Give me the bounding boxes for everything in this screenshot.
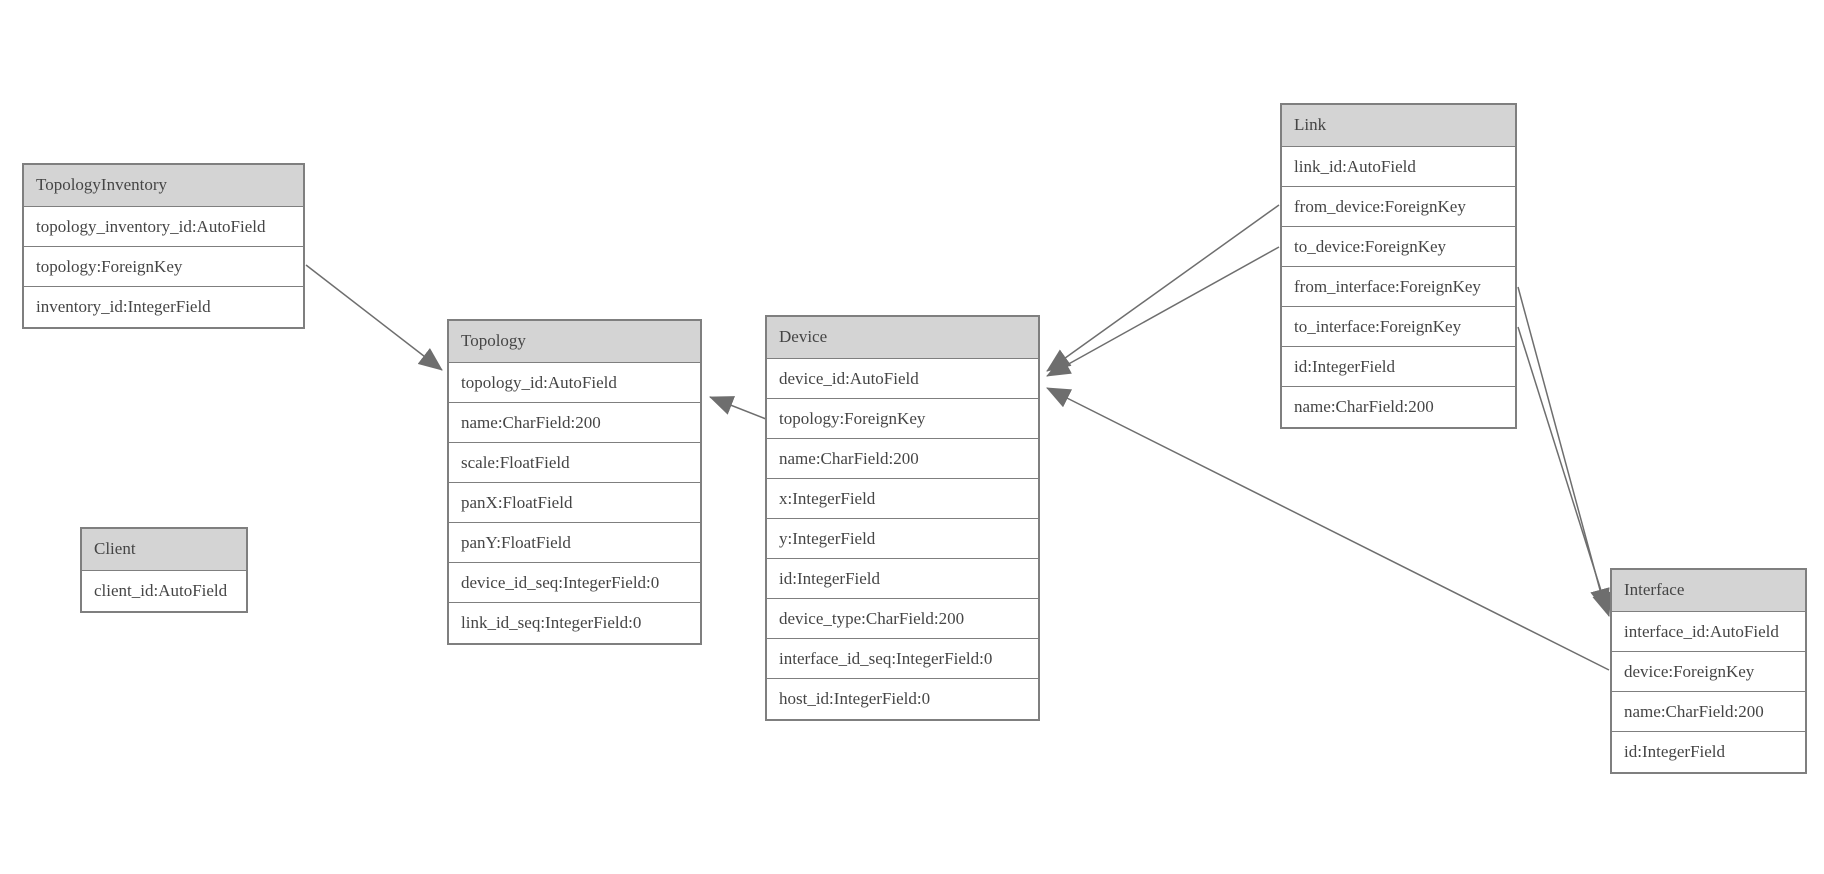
entity-field-label: client_id:AutoField <box>94 581 228 600</box>
entity-field-label: id:IntegerField <box>1624 742 1726 761</box>
entity-device[interactable]: Device device_id:AutoField topology:Foreig… <box>765 315 1040 721</box>
entity-header-topology[interactable]: Topology <box>449 321 700 363</box>
edge-link-from_interface-to-interface <box>1517 286 1610 613</box>
entity-field-label: from_interface:ForeignKey <box>1294 277 1481 296</box>
entity-field-row: panX:FloatField <box>449 483 700 523</box>
entity-field-label: name:CharField:200 <box>461 413 601 432</box>
entity-field-label: name:CharField:200 <box>1624 702 1764 721</box>
entity-field-label: topology_inventory_id:AutoField <box>36 217 266 236</box>
entity-title: TopologyInventory <box>36 175 168 194</box>
entity-link[interactable]: Link link_id:AutoField from_device:Foreign… <box>1280 103 1517 429</box>
entity-field-row: id:IntegerField <box>1282 347 1515 387</box>
entity-field-label: scale:FloatField <box>461 453 570 472</box>
entity-field-label: device_type:CharField:200 <box>779 609 965 628</box>
entity-field-label: y:IntegerField <box>779 529 876 548</box>
entity-field-label: to_device:ForeignKey <box>1294 237 1447 256</box>
entity-field-row: to_interface:ForeignKey <box>1282 307 1515 347</box>
entity-field-row: id:IntegerField <box>767 559 1038 599</box>
entity-field-row: topology_id:AutoField <box>449 363 700 403</box>
entity-field-row: device_id_seq:IntegerField:0 <box>449 563 700 603</box>
entity-title: Topology <box>461 331 526 350</box>
entity-field-row: topology_inventory_id:AutoField <box>24 207 303 247</box>
entity-field-label: x:IntegerField <box>779 489 876 508</box>
entity-field-row: from_interface:ForeignKey <box>1282 267 1515 307</box>
entity-field-label: to_interface:ForeignKey <box>1294 317 1462 336</box>
entity-field-row: device_type:CharField:200 <box>767 599 1038 639</box>
entity-field-label: link_id:AutoField <box>1294 157 1416 176</box>
entity-field-row: y:IntegerField <box>767 519 1038 559</box>
entity-field-label: topology_id:AutoField <box>461 373 617 392</box>
entity-field-row: interface_id:AutoField <box>1612 612 1805 652</box>
edge-device-topology-to-topology <box>709 396 767 420</box>
entity-interface[interactable]: Interface interface_id:AutoField device:Fo… <box>1610 568 1807 774</box>
entity-header-device[interactable]: Device <box>767 317 1038 359</box>
entity-field-row: link_id_seq:IntegerField:0 <box>449 603 700 643</box>
entity-field-row: panY:FloatField <box>449 523 700 563</box>
edge-topologyinventory-topology-to-topology <box>305 264 443 371</box>
entity-field-row: id:IntegerField <box>1612 732 1805 772</box>
entity-field-label: topology:ForeignKey <box>36 257 183 276</box>
entity-header-topologyinventory[interactable]: TopologyInventory <box>24 165 303 207</box>
entity-title: Link <box>1294 115 1327 134</box>
entity-field-row: topology:ForeignKey <box>767 399 1038 439</box>
entity-client[interactable]: Client client_id:AutoField <box>80 527 248 613</box>
edge-interface-device-to-device <box>1046 387 1610 671</box>
entity-field-label: inventory_id:IntegerField <box>36 297 211 316</box>
entity-field-label: device_id:AutoField <box>779 369 919 388</box>
entity-field-label: id:IntegerField <box>1294 357 1396 376</box>
entity-field-row: to_device:ForeignKey <box>1282 227 1515 267</box>
entity-field-row: inventory_id:IntegerField <box>24 287 303 327</box>
entity-field-row: topology:ForeignKey <box>24 247 303 287</box>
entity-field-label: interface_id_seq:IntegerField:0 <box>779 649 993 668</box>
edge-link-to_interface-to-interface <box>1517 326 1612 617</box>
entity-field-label: panY:FloatField <box>461 533 571 552</box>
entity-field-label: from_device:ForeignKey <box>1294 197 1466 216</box>
entity-header-client[interactable]: Client <box>82 529 246 571</box>
entity-title: Interface <box>1624 580 1685 599</box>
entity-field-row: host_id:IntegerField:0 <box>767 679 1038 719</box>
entity-field-label: device_id_seq:IntegerField:0 <box>461 573 660 592</box>
entity-title: Client <box>94 539 136 558</box>
entity-field-row: link_id:AutoField <box>1282 147 1515 187</box>
entity-field-row: from_device:ForeignKey <box>1282 187 1515 227</box>
entity-field-label: id:IntegerField <box>779 569 881 588</box>
entity-field-label: topology:ForeignKey <box>779 409 926 428</box>
edge-link-from_device-to-device <box>1046 204 1280 372</box>
entity-header-interface[interactable]: Interface <box>1612 570 1805 612</box>
entity-field-row: scale:FloatField <box>449 443 700 483</box>
entity-field-label: name:CharField:200 <box>1294 397 1434 416</box>
entity-topologyinventory[interactable]: TopologyInventory topology_inventory_id:A… <box>22 163 305 329</box>
entity-field-row: device_id:AutoField <box>767 359 1038 399</box>
entity-field-label: interface_id:AutoField <box>1624 622 1779 641</box>
entity-field-row: name:CharField:200 <box>1282 387 1515 427</box>
entity-field-row: name:CharField:200 <box>1612 692 1805 732</box>
entity-field-row: device:ForeignKey <box>1612 652 1805 692</box>
entity-title: Device <box>779 327 828 346</box>
entity-field-row: x:IntegerField <box>767 479 1038 519</box>
entity-field-label: panX:FloatField <box>461 493 573 512</box>
entity-field-label: device:ForeignKey <box>1624 662 1755 681</box>
entity-header-link[interactable]: Link <box>1282 105 1515 147</box>
entity-topology[interactable]: Topology topology_id:AutoField name:CharFi… <box>447 319 702 645</box>
entity-field-label: name:CharField:200 <box>779 449 919 468</box>
entity-field-row: client_id:AutoField <box>82 571 246 611</box>
entity-field-row: interface_id_seq:IntegerField:0 <box>767 639 1038 679</box>
entity-field-row: name:CharField:200 <box>449 403 700 443</box>
entity-field-row: name:CharField:200 <box>767 439 1038 479</box>
edge-link-to_device-to-device <box>1046 246 1280 377</box>
entity-field-label: link_id_seq:IntegerField:0 <box>461 613 642 632</box>
entity-field-label: host_id:IntegerField:0 <box>779 689 931 708</box>
